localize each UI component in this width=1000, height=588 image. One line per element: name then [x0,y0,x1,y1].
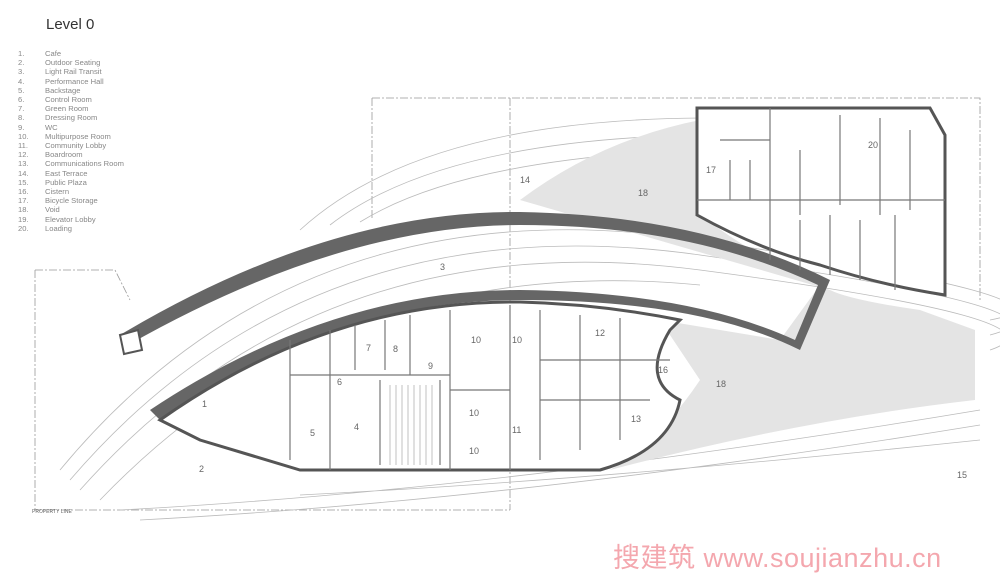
northeast-walls [697,108,945,290]
light-rail-canopy [120,211,830,420]
legend-item: 17. Bicycle Storage [18,196,124,205]
legend-label: Dressing Room [45,113,98,123]
legend-label: Backstage [45,85,81,95]
legend-item: 11. Community Lobby [18,141,124,150]
room-label-r5: 5 [310,428,315,438]
legend-label: Communications Room [45,159,124,169]
legend-item: 15. Public Plaza [18,178,124,187]
legend-number: 11. [18,141,28,151]
room-label-r20: 20 [868,140,878,150]
room-label-r10a: 10 [471,335,481,345]
legend-number: 8. [18,113,25,123]
legend-item: 12. Boardroom [18,150,124,159]
legend-label: Outdoor Seating [45,58,101,68]
room-legend: 1. Cafe 2. Outdoor Seating 3. Light Rail Tran… [18,49,124,233]
legend-item: 5. Backstage [18,86,124,95]
legend-label: Elevator Lobby [45,214,96,224]
room-label-r12: 12 [595,328,605,338]
legend-item: 4. Performance Hall [18,77,124,86]
legend-number: 7. [18,104,25,114]
legend-item: 14. East Terrace [18,169,124,178]
room-label-r16: 16 [658,365,668,375]
stairs [389,385,433,465]
legend-label: Cistern [45,187,70,197]
room-label-r9: 9 [428,361,433,371]
legend-number: 12. [18,150,29,160]
room-label-r18a: 18 [638,188,648,198]
legend-label: Performance Hall [45,76,104,86]
legend-label: Cafe [45,49,62,58]
legend-item: 20. Loading [18,224,124,233]
legend-label: Multipurpose Room [45,131,111,141]
legend-label: Boardroom [45,150,83,160]
void-area [520,120,975,470]
legend-number: 6. [18,95,25,105]
cafe-kiosk [118,328,144,356]
room-label-r15: 15 [957,470,967,480]
legend-item: 6. Control Room [18,95,124,104]
lower-road-lines [119,409,981,521]
room-label-r14: 14 [520,175,530,185]
legend-item: 16. Cistern [18,187,124,196]
legend-number: 9. [18,122,25,132]
room-label-r10b: 10 [512,335,522,345]
plan-title: Level 0 [46,16,95,33]
room-label-r2: 2 [199,464,204,474]
legend-number: 1. [18,49,25,58]
legend-item: 9. WC [18,123,124,132]
legend-item: 19. Elevator Lobby [18,215,124,224]
legend-label: Public Plaza [45,177,87,187]
legend-number: 13. [18,159,29,169]
legend-item: 8. Dressing Room [18,113,124,122]
legend-label: East Terrace [45,168,88,178]
legend-number: 18. [18,205,29,215]
legend-item: 1. Cafe [18,49,124,58]
legend-item: 18. Void [18,205,124,214]
room-label-r18b: 18 [716,379,726,389]
legend-number: 3. [18,67,25,77]
room-label-r17: 17 [706,165,716,175]
legend-number: 16. [18,187,29,197]
legend-number: 15. [18,177,29,187]
legend-label: Community Lobby [45,141,107,151]
room-label-r10d: 10 [469,446,479,456]
legend-number: 4. [18,76,25,86]
legend-number: 17. [18,196,29,206]
room-label-r10c: 10 [469,408,479,418]
legend-number: 19. [18,214,29,224]
room-label-r7: 7 [366,343,371,353]
legend-number: 10. [18,131,29,141]
legend-item: 2. Outdoor Seating [18,58,124,67]
legend-number: 2. [18,58,25,68]
legend-label: Void [45,205,60,215]
legend-number: 20. [18,223,29,233]
room-label-r3: 3 [440,262,445,272]
legend-label: Light Rail Transit [45,67,102,77]
watermark: 搜建筑 www.soujianzhu.cn [613,543,942,573]
legend-item: 10. Multipurpose Room [18,132,124,141]
room-label-r8: 8 [393,344,398,354]
legend-label: Green Room [45,104,89,114]
legend-item: 3. Light Rail Transit [18,67,124,76]
room-label-r1: 1 [202,399,207,409]
room-label-r4: 4 [354,422,359,432]
legend-label: Bicycle Storage [45,196,98,206]
room-label-r11: 11 [512,425,521,435]
legend-item: 7. Green Room [18,104,124,113]
room-label-r6: 6 [337,377,342,387]
legend-number: 14. [18,168,29,178]
property-line-label: PROPERTY LINE [32,509,72,515]
legend-label: Control Room [45,95,92,105]
legend-item: 13. Communications Room [18,159,124,168]
northeast-building [695,106,947,297]
interior-walls [289,305,670,470]
room-label-r13: 13 [631,414,641,424]
legend-number: 5. [18,85,25,95]
legend-label: WC [45,122,58,132]
legend-label: Loading [45,223,73,233]
